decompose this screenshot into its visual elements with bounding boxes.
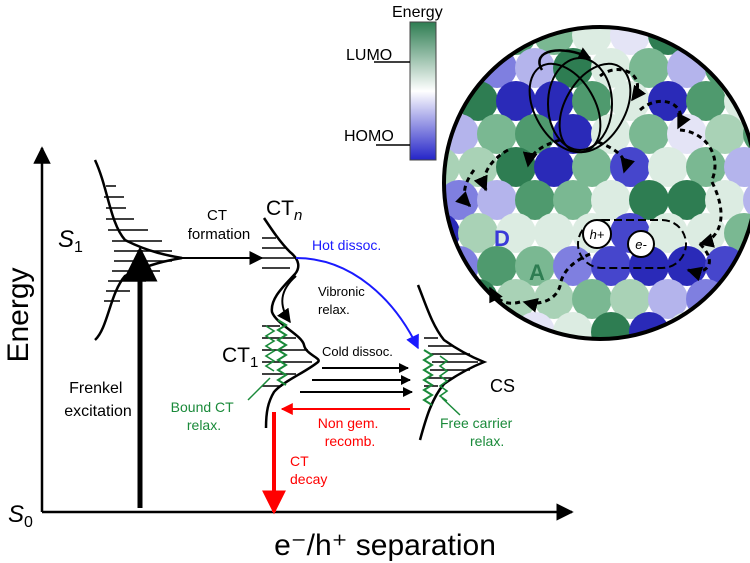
molecule-dot (534, 279, 574, 319)
molecule-dot (686, 213, 726, 253)
molecule-dot (629, 114, 669, 154)
charge-pair-box (577, 219, 687, 269)
molecule-dot (629, 180, 669, 220)
molecule-dot (648, 279, 688, 319)
lumo-label: LUMO (346, 47, 392, 64)
donor-label: D (494, 226, 510, 251)
molecule-dot (705, 180, 745, 220)
molecule-dot (724, 27, 750, 55)
ct-formation-label: CT formation (188, 207, 251, 243)
vibronic-arrow (277, 275, 297, 324)
ct-state: CTn CT1 (222, 197, 320, 429)
molecule-dot (686, 147, 726, 187)
hot-dissoc-arrow (295, 257, 419, 350)
hole-label: h+ (590, 227, 605, 242)
molecule-dot (496, 213, 536, 253)
cold-dissoc-label: Cold dissoc. (322, 344, 393, 359)
molecule-dot (591, 180, 631, 220)
molecule-dot (724, 279, 750, 319)
molecule-dot (572, 81, 612, 121)
hole-marker (582, 219, 612, 249)
molecule-dot (686, 81, 726, 121)
hot-dissoc-label: Hot dissoc. (312, 237, 381, 253)
frenkel-label: Frenkel excitation (64, 380, 132, 420)
electron-marker (627, 230, 655, 258)
molecule-dot (572, 27, 612, 55)
acceptor-label: A (529, 260, 545, 285)
molecule-dot (515, 48, 555, 88)
electron-label: e- (635, 237, 647, 252)
molecule-dot (724, 147, 750, 187)
molecule-dot (629, 48, 669, 88)
molecule-dot (553, 312, 593, 339)
separation-axis-label: e⁻/h⁺ separation (274, 529, 496, 562)
hopping-paths (455, 68, 723, 313)
vibronic-label: Vibronic relax. (318, 284, 368, 317)
molecule-dot (572, 147, 612, 187)
molecule-dot (743, 312, 750, 339)
s1-state: S1 (58, 159, 183, 341)
cs-label: CS (490, 376, 515, 396)
colorbar-title: Energy (392, 4, 443, 21)
molecule-dot (610, 27, 650, 55)
molecule-dot (591, 312, 631, 339)
cs-state: CS (416, 284, 515, 441)
molecule-dot (515, 180, 555, 220)
bound-ct-label: Bound CT relax. (171, 399, 238, 433)
molecule-dot (743, 246, 750, 286)
molecule-dot (705, 312, 745, 339)
s1-label: S1 (58, 226, 83, 256)
molecule-dot (610, 279, 650, 319)
molecule-dot (591, 48, 631, 88)
molecule-dot (515, 114, 555, 154)
morphology-circle: h+ e- D A (442, 25, 750, 341)
energy-colorbar: Energy LUMO HOMO (344, 4, 443, 161)
molecule-dot (444, 147, 460, 187)
molecule-dot (458, 279, 498, 319)
ct-decay-label: CT decay (290, 453, 327, 487)
molecule-dot (743, 48, 750, 88)
s0-label: S0 (8, 501, 33, 531)
molecule-dot (477, 312, 517, 339)
molecule-dot (477, 114, 517, 154)
bound-ct-squiggle (276, 319, 288, 386)
molecule-dot (534, 81, 574, 121)
molecule-dot (705, 114, 745, 154)
molecule-dot (458, 147, 498, 187)
molecule-dot (648, 213, 688, 253)
molecule-dot (458, 213, 498, 253)
molecule-dot (686, 27, 726, 55)
molecule-dot (553, 180, 593, 220)
molecule-dot (648, 147, 688, 187)
homo-label: HOMO (344, 128, 394, 145)
ctn-label: CTn (266, 197, 302, 224)
molecule-dot (572, 279, 612, 319)
molecule-dot (515, 246, 555, 286)
molecule-dot (591, 246, 631, 286)
molecule-dot (667, 180, 707, 220)
ct1-label: CT1 (222, 344, 258, 371)
free-carrier-label: Free carrier relax. (440, 415, 516, 449)
molecule-dot (724, 213, 750, 253)
molecule-dot (444, 48, 479, 88)
molecule-dot (458, 27, 498, 55)
energy-axis-label: Energy (2, 267, 35, 362)
free-carrier-squiggle (422, 349, 434, 406)
molecule-dot (496, 81, 536, 121)
molecule-dot (534, 147, 574, 187)
molecule-dot (667, 312, 707, 339)
non-gem-label: Non gem. recomb. (318, 415, 383, 449)
molecule-dot (667, 114, 707, 154)
molecule-dot (444, 279, 460, 319)
molecule-dot (534, 213, 574, 253)
molecule-dot (477, 246, 517, 286)
